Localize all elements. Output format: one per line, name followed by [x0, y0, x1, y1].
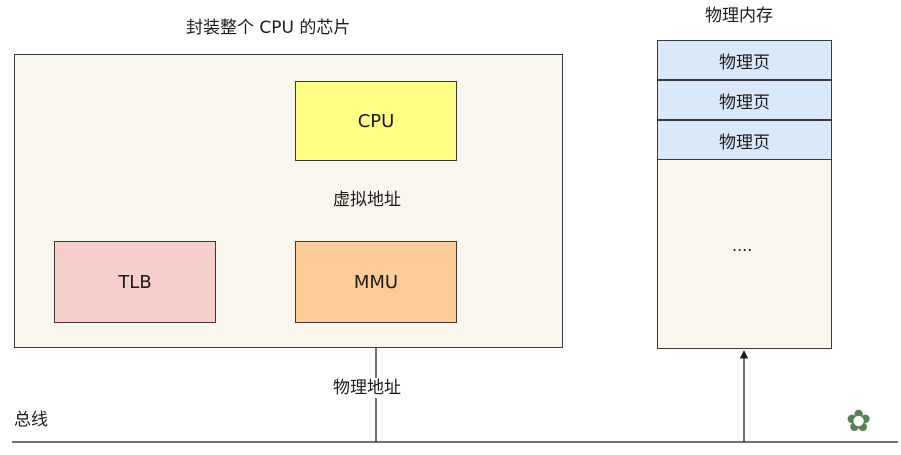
physical-address-label: 物理地址	[332, 378, 402, 398]
mmu-label: MMU	[353, 271, 399, 293]
memory-page-1: 物理页	[657, 40, 832, 80]
watermark-logo-icon: ✿	[846, 404, 872, 439]
mmu-box: MMU	[295, 241, 457, 323]
memory-page-label: 物理页	[719, 132, 770, 153]
memory-title: 物理内存	[705, 6, 773, 26]
chip-title: 封装整个 CPU 的芯片	[186, 18, 351, 38]
memory-ellipsis: ....	[732, 236, 753, 255]
virtual-address-label: 虚拟地址	[332, 190, 402, 210]
memory-page-2: 物理页	[657, 80, 832, 120]
bus-label: 总线	[14, 410, 48, 430]
tlb-label: TLB	[118, 271, 152, 293]
cpu-box: CPU	[295, 81, 457, 161]
memory-page-label: 物理页	[719, 92, 770, 113]
tlb-box: TLB	[54, 241, 216, 323]
memory-page-3: 物理页	[657, 120, 832, 160]
memory-page-label: 物理页	[719, 52, 770, 73]
cpu-label: CPU	[357, 110, 395, 132]
